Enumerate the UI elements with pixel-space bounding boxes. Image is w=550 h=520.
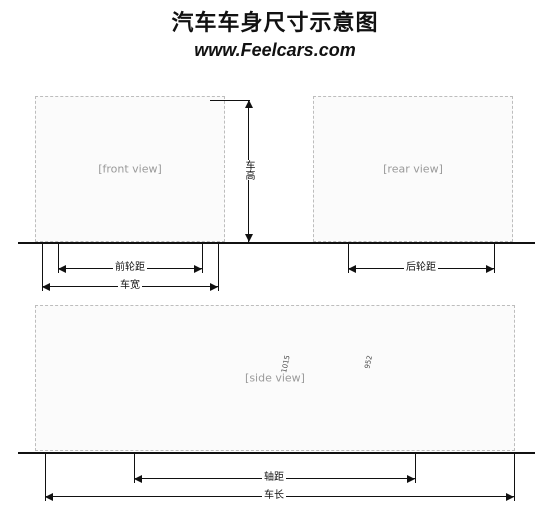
rear-track-left-extension — [348, 243, 349, 273]
length-left-extension — [45, 453, 46, 501]
width-label: 车宽 — [118, 280, 142, 292]
wheelbase-label: 轴距 — [262, 472, 286, 484]
page-title: 汽车车身尺寸示意图 — [171, 11, 379, 36]
rear-track-right-extension — [494, 243, 495, 273]
length-right-extension — [514, 453, 515, 501]
side-car-view: [side view] — [35, 305, 515, 451]
height-extension-line-top — [210, 100, 250, 102]
front-track-right-extension — [202, 243, 203, 273]
front-car-view-placeholder: [front view] — [98, 162, 162, 176]
height-label: 车高 — [242, 160, 254, 180]
header: 汽车车身尺寸示意图 www.Feelcars.com — [0, 10, 550, 61]
front-track-label: 前轮距 — [113, 262, 147, 274]
rear-track-label: 后轮距 — [404, 262, 438, 274]
site-url: www.Feelcars.com — [194, 40, 356, 60]
wheelbase-right-extension — [415, 453, 416, 483]
ground-line-top — [18, 242, 535, 244]
width-right-extension — [218, 243, 219, 291]
ground-line-bottom — [18, 452, 535, 454]
front-track-left-extension — [58, 243, 59, 273]
wheelbase-left-extension — [134, 453, 135, 483]
width-left-extension — [42, 243, 43, 291]
length-label: 车长 — [262, 490, 286, 502]
rear-car-view: [rear view] — [313, 96, 513, 242]
side-car-view-placeholder: [side view] — [245, 371, 305, 385]
front-car-view: [front view] — [35, 96, 225, 242]
rear-car-view-placeholder: [rear view] — [383, 162, 443, 176]
